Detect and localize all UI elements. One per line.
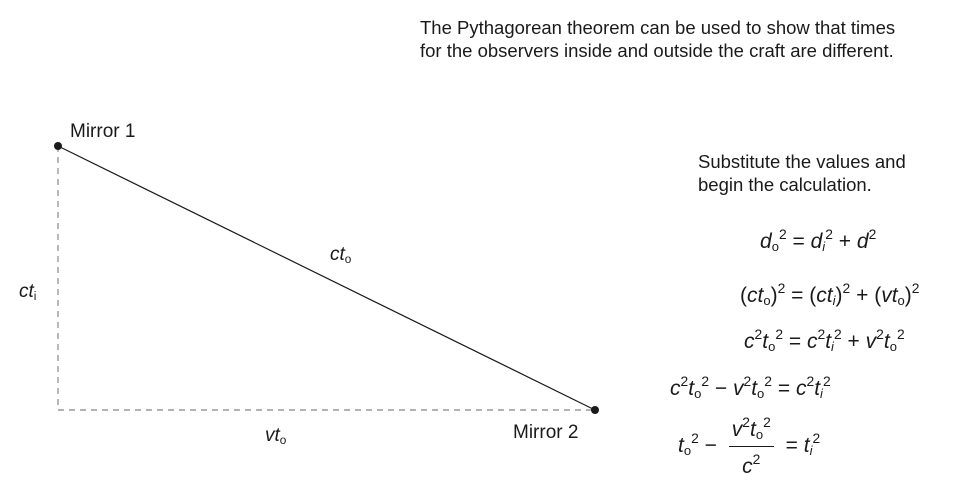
hypotenuse bbox=[57, 145, 596, 411]
mirror-1-point bbox=[54, 142, 62, 150]
equation-3: c2to2 = c2ti2 + v2to2 bbox=[744, 326, 905, 354]
equation-4: c2to2 − v2to2 = c2ti2 bbox=[670, 373, 831, 401]
fraction-denominator: c2 bbox=[742, 451, 761, 478]
intro-line-2: for the observers inside and outside the… bbox=[420, 40, 894, 61]
intro-text: The Pythagorean theorem can be used to s… bbox=[420, 16, 960, 62]
step-text: Substitute the values and begin the calc… bbox=[698, 150, 906, 196]
fraction: v2to2 c2 bbox=[728, 414, 774, 479]
equation-1: do2 = di2 + d2 bbox=[760, 226, 877, 254]
mirror-1-label: Mirror 1 bbox=[70, 121, 136, 142]
hypotenuse-label: cto bbox=[330, 244, 352, 266]
step-line-2: begin the calculation. bbox=[698, 174, 872, 195]
mirror-2-point bbox=[591, 406, 599, 414]
vertical-label: cti bbox=[19, 281, 37, 303]
equation-5: to2 − v2to2 c2 = ti2 bbox=[678, 414, 821, 479]
fraction-numerator: v2to2 bbox=[728, 414, 774, 447]
step-line-1: Substitute the values and bbox=[698, 151, 906, 172]
intro-line-1: The Pythagorean theorem can be used to s… bbox=[420, 17, 896, 38]
equation-2: (cto)2 = (cti)2 + (vto)2 bbox=[740, 280, 920, 308]
mirror-2-label: Mirror 2 bbox=[513, 422, 579, 443]
horizontal-label: vto bbox=[265, 425, 287, 447]
